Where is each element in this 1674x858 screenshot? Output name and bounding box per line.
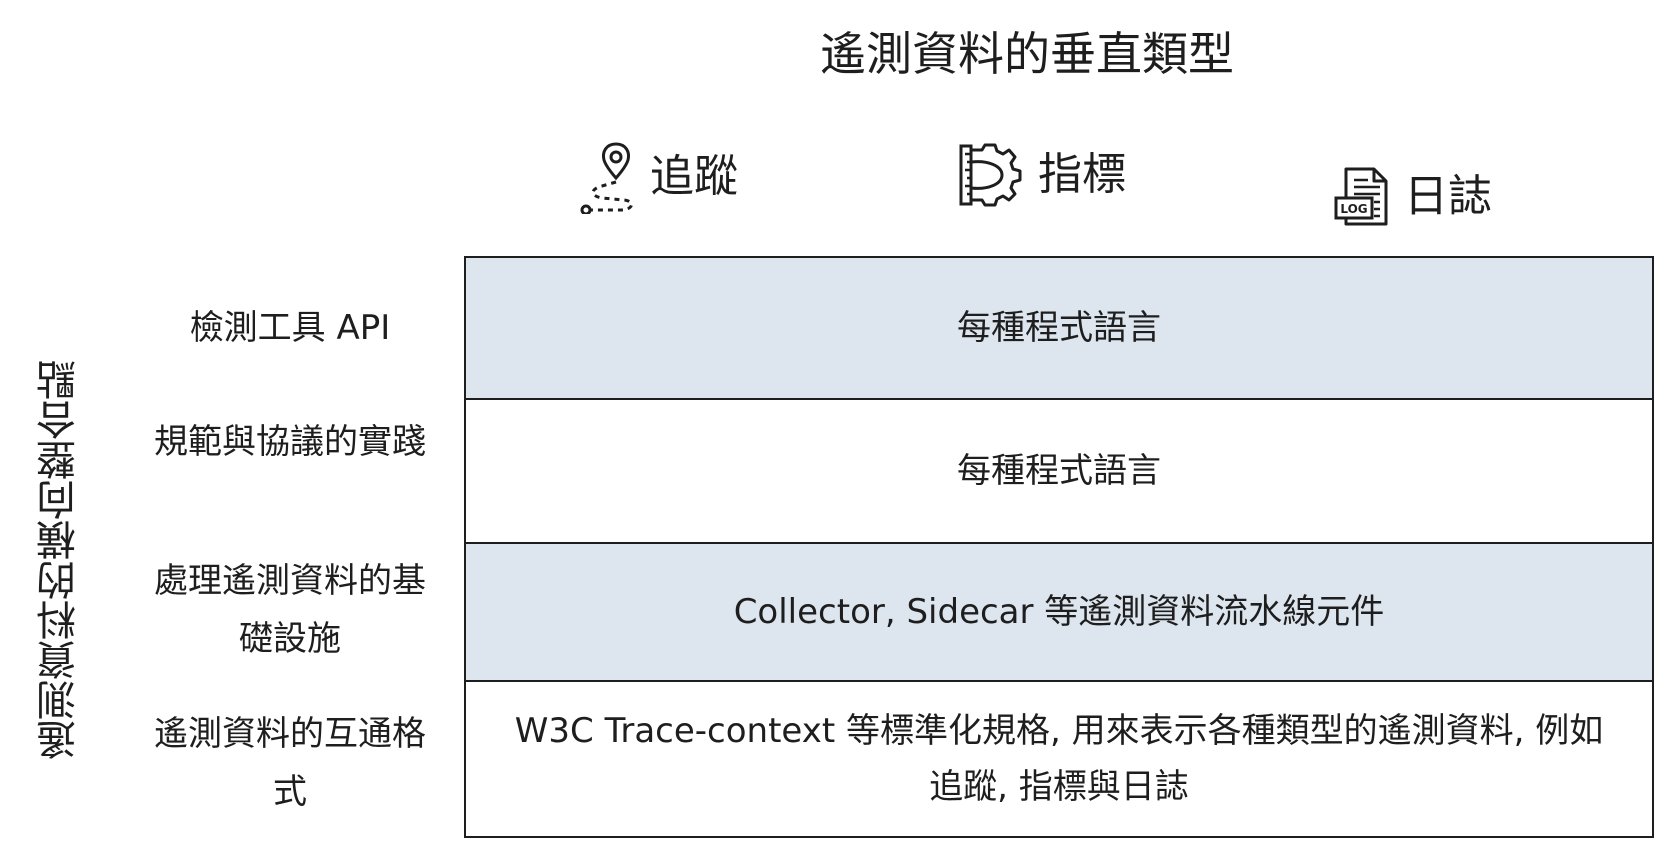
row-label-instrumentation-api: 檢測工具 API <box>189 308 391 348</box>
layer-band-instrumentation-api: 每種程式語言 <box>464 256 1654 400</box>
column-label-metrics: 指標 <box>1038 149 1126 200</box>
diagram-title: 遙測資料的垂直類型 <box>820 27 1234 81</box>
column-header-traces: 追蹤 <box>580 140 738 214</box>
column-label-logs: 日誌 <box>1404 171 1492 222</box>
gear-ruler-icon <box>959 143 1022 207</box>
layer-band-infrastructure: Collector, Sidecar 等遙測資料流水線元件 <box>464 542 1654 682</box>
column-header-metrics: 指標 <box>958 142 1126 208</box>
row-label-spec-protocol: 規範與協議的實踐 <box>154 422 426 462</box>
layer-band-spec-protocol: 每種程式語言 <box>464 398 1654 544</box>
svg-text:LOG: LOG <box>1340 202 1367 216</box>
column-label-traces: 追蹤 <box>650 151 738 202</box>
horizontal-integration-axis-label: 遙測資料的橫向整合點 <box>37 360 83 760</box>
log-file-icon: LOG <box>1334 167 1388 226</box>
layer-content: Collector, Sidecar 等遙測資料流水線元件 <box>733 592 1385 632</box>
layer-band-interop-format: W3C Trace-context 等標準化規格, 用來表示各種類型的遙測資料,… <box>464 680 1654 838</box>
layer-content: 每種程式語言 <box>957 308 1161 348</box>
layer-content: W3C Trace-context 等標準化規格, 用來表示各種類型的遙測資料,… <box>514 711 1604 807</box>
location-pin-path-icon <box>580 142 633 214</box>
row-label-infrastructure: 處理遙測資料的基礎設施 <box>154 561 426 659</box>
row-label-interop-format: 遙測資料的互通格式 <box>154 714 426 812</box>
column-header-logs: LOG 日誌 <box>1334 166 1492 228</box>
layer-content: 每種程式語言 <box>957 451 1161 491</box>
